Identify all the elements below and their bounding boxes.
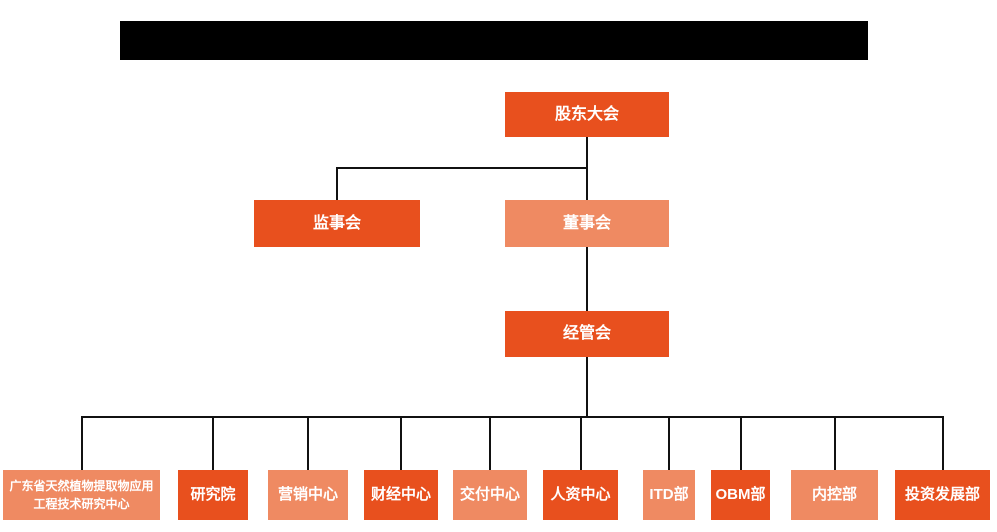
connector-drop-hr-center xyxy=(580,416,582,470)
dept-node-research-institute: 研究院 xyxy=(178,470,248,520)
redacted-title-bar xyxy=(120,21,868,60)
dept-node-delivery-center: 交付中心 xyxy=(453,470,527,520)
connector-drop-obm-dept xyxy=(740,416,742,470)
dept-node-internal-control-dept: 内控部 xyxy=(791,470,878,520)
dept-node-finance-center: 财经中心 xyxy=(364,470,438,520)
dept-node-itd-dept: ITD部 xyxy=(643,470,695,520)
connector-drop-research-center xyxy=(81,416,83,470)
connector-departments-horizontal xyxy=(81,416,944,418)
connector-drop-marketing-center xyxy=(307,416,309,470)
dept-node-marketing-center: 营销中心 xyxy=(268,470,348,520)
dept-node-hr-center: 人资中心 xyxy=(543,470,618,520)
connector-drop-research-institute xyxy=(212,416,214,470)
dept-node-investment-dev-dept: 投资发展部 xyxy=(895,470,990,520)
connector-supervisory-horizontal xyxy=(336,167,588,169)
connector-drop-delivery-center xyxy=(489,416,491,470)
connector-drop-itd-dept xyxy=(668,416,670,470)
connector-supervisory-vertical xyxy=(336,167,338,200)
connector-drop-finance-center xyxy=(400,416,402,470)
connector-management-trunk-vertical xyxy=(586,357,588,417)
connector-board-management-vertical xyxy=(586,247,588,311)
connector-drop-investment-dev-dept xyxy=(942,416,944,470)
dept-node-research-center: 广东省天然植物提取物应用工程技术研究中心 xyxy=(3,470,160,520)
connector-drop-internal-control-dept xyxy=(834,416,836,470)
dept-node-obm-dept: OBM部 xyxy=(711,470,770,520)
node-shareholders-meeting: 股东大会 xyxy=(505,92,669,137)
node-board-of-directors: 董事会 xyxy=(505,200,669,247)
node-management-committee: 经管会 xyxy=(505,311,669,357)
node-supervisory-board: 监事会 xyxy=(254,200,420,247)
